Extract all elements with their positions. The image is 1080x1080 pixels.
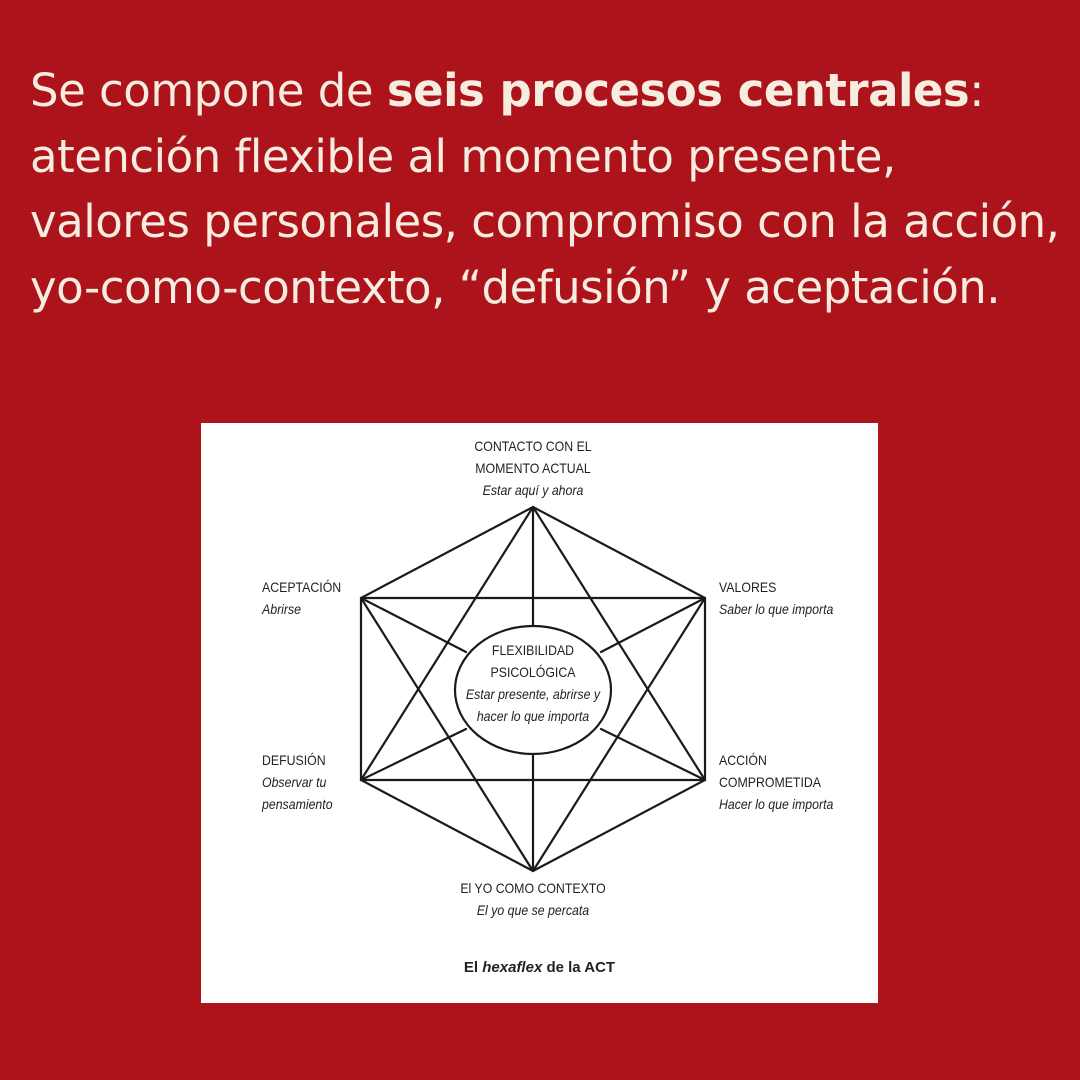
caption-italic: hexaflex xyxy=(482,959,543,976)
center-subtitle: hacer lo que importa xyxy=(476,708,590,724)
caption-post: de la ACT xyxy=(542,959,616,976)
headline-post: : atención flexible al momento presente,… xyxy=(30,64,1060,314)
hexaflex-lines xyxy=(359,505,707,873)
hexaflex-diagram: CONTACTO CON EL MOMENTO ACTUAL Estar aqu… xyxy=(201,423,878,1003)
node-yo-como-contexto: El YO COMO CONTEXTO El yo que se percata xyxy=(445,877,621,921)
node-title: ACCIÓN xyxy=(719,752,767,768)
center-subtitle: Estar presente, abrirse y xyxy=(465,686,601,702)
node-accion-comprometida: ACCIÓN COMPROMETIDA Hacer lo que importa xyxy=(719,749,833,815)
node-subtitle: El yo que se percata xyxy=(476,902,590,918)
node-title: DEFUSIÓN xyxy=(262,752,326,768)
node-title: ACEPTACIÓN xyxy=(262,579,342,595)
node-title: El YO COMO CONTEXTO xyxy=(460,880,606,896)
node-title: VALORES xyxy=(719,579,777,595)
node-subtitle: Hacer lo que importa xyxy=(719,796,834,812)
node-aceptacion: ACEPTACIÓN Abrirse xyxy=(262,576,341,620)
node-title: CONTACTO CON EL xyxy=(474,438,592,454)
caption-pre: El xyxy=(463,959,483,976)
center-flexibilidad: FLEXIBILIDAD PSICOLÓGICA Estar presente,… xyxy=(445,639,621,727)
node-contacto: CONTACTO CON EL MOMENTO ACTUAL Estar aqu… xyxy=(445,435,621,501)
headline-bold: seis procesos centrales xyxy=(386,64,970,117)
node-valores: VALORES Saber lo que importa xyxy=(719,576,833,620)
node-subtitle: Observar tu xyxy=(262,774,327,790)
headline: Se compone de seis procesos centrales: a… xyxy=(30,58,1060,320)
node-subtitle: Saber lo que importa xyxy=(719,601,834,617)
diagram-caption: El hexaflex de la ACT xyxy=(201,959,878,976)
node-subtitle: Estar aquí y ahora xyxy=(482,482,584,498)
node-title: COMPROMETIDA xyxy=(719,774,821,790)
node-defusion: DEFUSIÓN Observar tu pensamiento xyxy=(262,749,333,815)
node-title: MOMENTO ACTUAL xyxy=(475,460,591,476)
node-subtitle: pensamiento xyxy=(262,796,333,812)
headline-pre: Se compone de xyxy=(30,64,387,117)
center-title: PSICOLÓGICA xyxy=(490,664,576,680)
node-subtitle: Abrirse xyxy=(262,601,302,617)
center-title: FLEXIBILIDAD xyxy=(491,642,575,658)
